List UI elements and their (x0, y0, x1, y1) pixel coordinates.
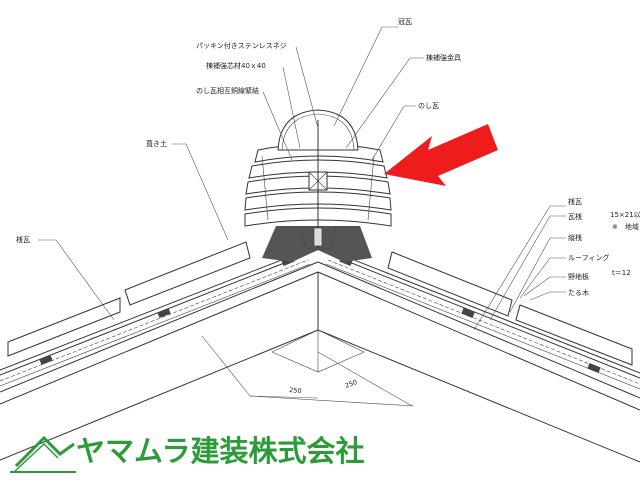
label-shin-fitting: 棟補強金具 (426, 53, 461, 62)
label-nojiita: 野地板 (568, 272, 589, 281)
label-shin-material: 棟補強芯材40ｘ40 (206, 61, 266, 70)
leader-lines (38, 26, 566, 407)
label-taruki: たる木 (568, 288, 589, 297)
roof-structure (0, 261, 640, 463)
label-sankawara-left: 桟瓦 (16, 235, 30, 244)
dimension-lines (249, 395, 415, 407)
label-kawarasan-spec: 15×21以上 (610, 210, 640, 219)
label-kanmuri: 冠瓦 (398, 18, 412, 26)
label-roofing: ルーフィング (568, 253, 609, 262)
dimension-left: 250 (289, 386, 302, 395)
label-nojiita-spec: t＝12 (612, 269, 631, 277)
label-tatesan-spec: ※ 地域 (612, 222, 639, 231)
label-kawarasan: 瓦桟 (568, 212, 582, 221)
label-fukitsuchi: 葺き土 (146, 139, 167, 148)
red-arrow-icon (384, 124, 498, 186)
label-tatesan: 縦桟 (568, 233, 582, 242)
label-sankawara-right: 桟瓦 (568, 197, 582, 206)
left-tiles (0, 241, 311, 387)
label-noshi: のし瓦 (418, 102, 439, 110)
label-packing-screw: パッキン付きステンレスネジ (196, 41, 287, 50)
label-noshi-joint: のし瓦相互銅線緊結 (196, 86, 259, 95)
company-name: ヤマムラ建装株式会社 (76, 434, 365, 468)
ridge-assembly (244, 109, 392, 262)
dimension-right: 250 (344, 378, 358, 390)
right-tiles (325, 251, 640, 390)
company-logo-icon (10, 435, 76, 473)
